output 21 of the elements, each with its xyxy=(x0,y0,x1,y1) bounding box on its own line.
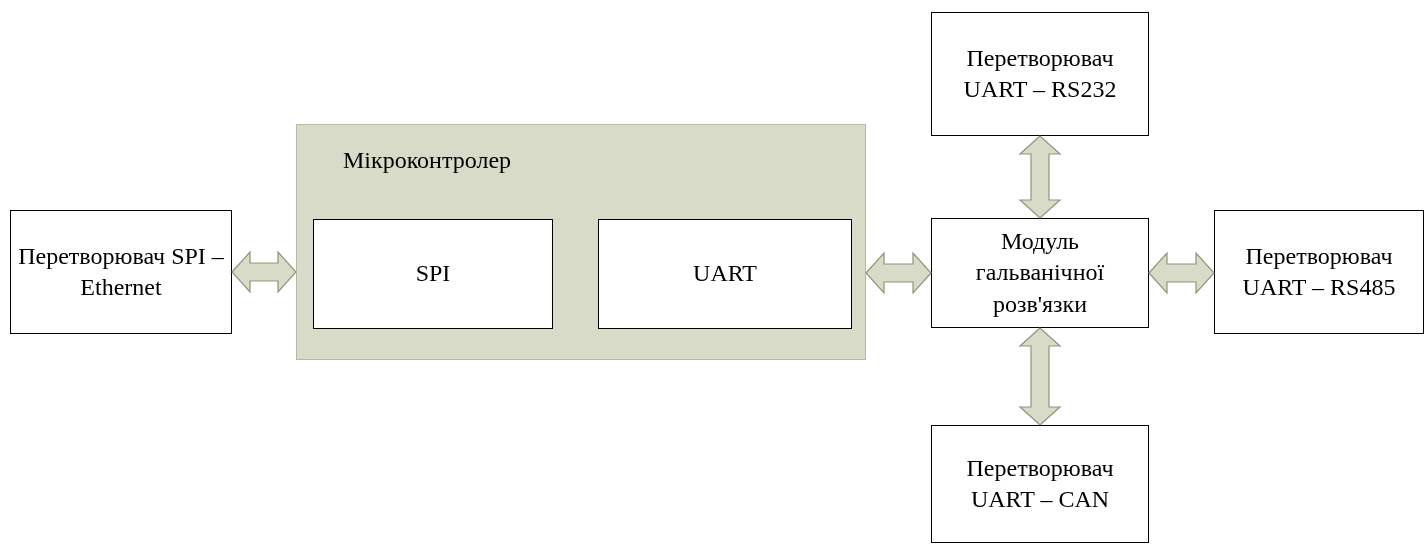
module-box xyxy=(313,219,553,329)
module-label: Перетворювач UART – RS485 xyxy=(1241,241,1397,302)
module-box xyxy=(931,218,1149,328)
module-label: Перетворювач SPI – Ethernet xyxy=(17,241,225,302)
module-box xyxy=(598,219,852,329)
module-label: Модуль гальванічної розв'язки xyxy=(974,227,1106,319)
double-block-arrow xyxy=(1018,135,1062,219)
module-label: UART xyxy=(693,259,757,289)
module-box xyxy=(10,210,232,334)
module-label: Перетворювач UART – RS232 xyxy=(962,43,1118,104)
module-box xyxy=(1214,210,1424,334)
module-label: SPI xyxy=(415,259,451,289)
module-box xyxy=(931,12,1149,136)
module-box xyxy=(931,425,1149,543)
double-block-arrow xyxy=(1018,327,1062,426)
panel-title: Мікроконтролер xyxy=(343,147,512,174)
double-block-arrow xyxy=(231,250,297,294)
microcontroller-panel xyxy=(296,124,866,360)
double-block-arrow xyxy=(865,251,932,295)
module-label: Перетворювач UART – CAN xyxy=(965,453,1115,514)
double-block-arrow xyxy=(1148,251,1215,295)
